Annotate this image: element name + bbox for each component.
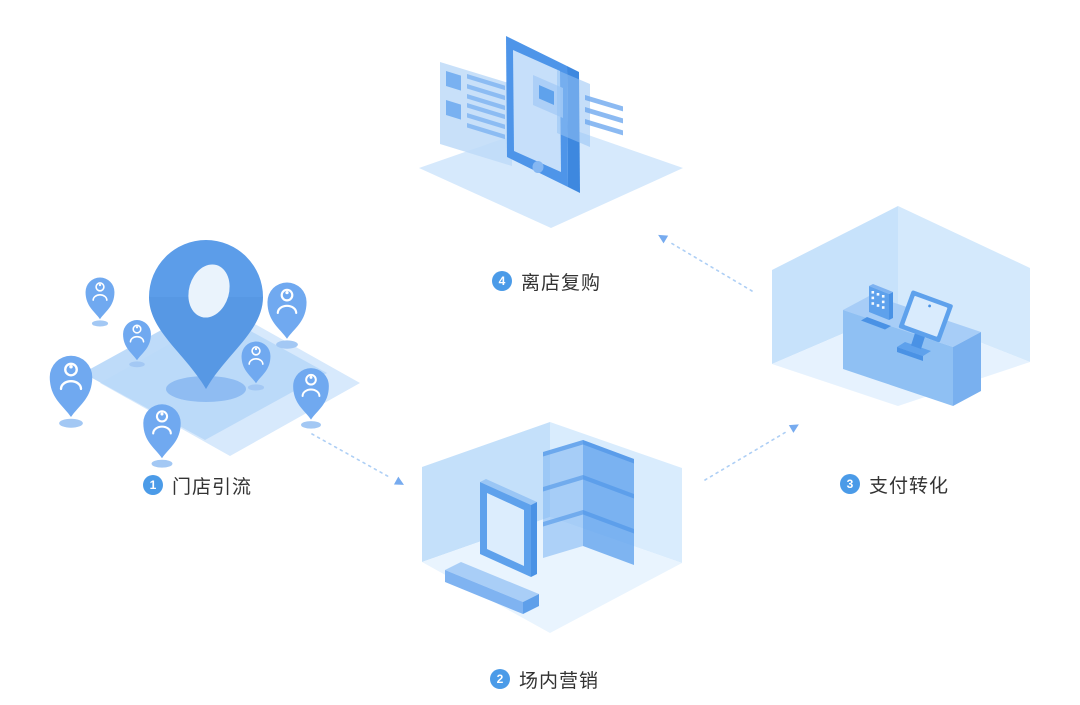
step-3-label-text: 支付转化: [869, 475, 950, 497]
step-2-badge: 2: [490, 669, 510, 689]
step-2-label: 2 场内营销: [490, 668, 600, 692]
map-pin-icon: [149, 240, 263, 402]
step-4-label: 4 离店复购: [492, 270, 602, 294]
step-1-label-text: 门店引流: [172, 476, 253, 498]
arrow-3-to-4-icon: [655, 231, 753, 292]
step-1-label: 1 门店引流: [143, 474, 253, 498]
step-4-label-text: 离店复购: [521, 272, 602, 294]
article-card-icon: [440, 62, 512, 166]
person-pin-icon: [142, 403, 182, 469]
arrow-1-to-2-icon: [311, 433, 407, 489]
arrow-2-to-3-icon: [704, 420, 802, 481]
step-4-illustration: [419, 36, 683, 228]
person-pin-icon: [292, 367, 330, 430]
step-4-badge: 4: [492, 271, 512, 291]
step-1-illustration: [48, 240, 360, 469]
step-3-illustration: [772, 206, 1030, 406]
step-2-illustration: [422, 422, 682, 633]
qr-pattern: [871, 291, 885, 309]
flow-arrows: [311, 231, 802, 489]
pos-monitor-icon: [897, 290, 953, 361]
person-pin-icon: [84, 276, 116, 328]
step-2-label-text: 场内营销: [519, 670, 600, 692]
step-1-badge: 1: [143, 475, 163, 495]
promo-card-icon: [533, 70, 623, 147]
signboard-icon: [445, 479, 539, 614]
shelf-icon: [543, 440, 634, 565]
room-left-wall: [772, 206, 898, 364]
person-pin-icon: [48, 354, 94, 429]
qr-code-stand-icon: [861, 284, 893, 330]
step-3-badge: 3: [840, 474, 860, 494]
step-3-label: 3 支付转化: [840, 473, 950, 497]
